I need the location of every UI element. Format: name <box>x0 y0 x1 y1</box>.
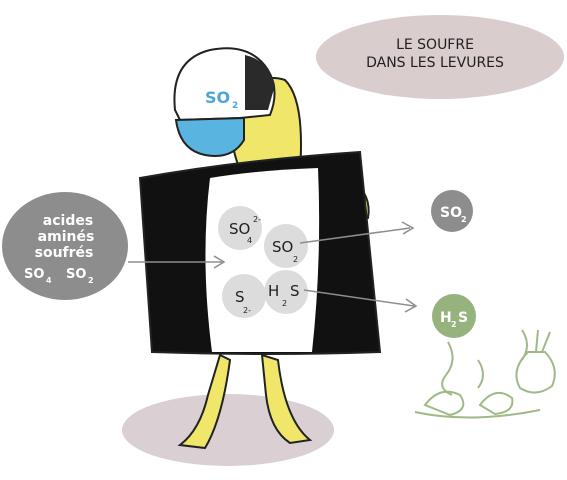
cap-label: SO <box>205 88 230 107</box>
so2-output-disc <box>431 190 473 232</box>
h2s-label: H <box>268 282 279 300</box>
h2s-output-disc <box>432 294 476 338</box>
input-line-2: aminés <box>38 229 95 245</box>
input-bubble <box>2 192 128 300</box>
input-line-3: soufrés <box>35 245 94 261</box>
sulfide-disc <box>222 274 266 318</box>
h2s-output-end: S <box>458 310 468 326</box>
sulfide-sup: 2- <box>243 306 251 315</box>
so2-arrow-head <box>401 221 415 235</box>
sulfide-label: S <box>235 288 245 306</box>
ground-shadow <box>122 394 334 466</box>
egg-puddle <box>414 409 541 419</box>
input-arrow-head <box>213 255 226 269</box>
h2s-sub: 2 <box>282 299 287 308</box>
sulfate-sup: 2- <box>253 215 261 224</box>
h2s-output-sub: 2 <box>451 320 457 329</box>
right-leg <box>260 353 313 445</box>
so2-output-sub: 2 <box>461 215 467 224</box>
sulfate-label: SO <box>229 220 250 238</box>
sulfite-label: SO <box>272 238 293 256</box>
h2s-output-label: H <box>440 310 452 326</box>
smell-wave-2 <box>477 359 484 389</box>
h2s-arrow-head <box>404 298 418 313</box>
h2s-disc <box>264 270 308 314</box>
input-so2: SO <box>66 267 86 282</box>
sulfite-sub: 2 <box>293 255 298 264</box>
sulfate-sub: 4 <box>247 236 252 245</box>
title-bubble <box>316 15 564 99</box>
broken-egg-left <box>423 390 465 417</box>
title-line-1: LE SOUFRE <box>396 37 474 53</box>
sulfite-disc <box>264 224 308 268</box>
so2-arrow <box>299 227 411 244</box>
input-line-1: acides <box>43 213 93 229</box>
face-mask <box>174 116 245 157</box>
garlic-sprout <box>535 329 551 353</box>
so2-output-label: SO <box>440 205 462 221</box>
broken-egg-right <box>478 391 514 416</box>
cap-mesh <box>245 55 275 110</box>
h2s-end: S <box>290 282 300 300</box>
input-so4: SO <box>24 267 44 282</box>
h2s-arrow <box>303 289 415 307</box>
input-so4-sub: 4 <box>46 276 52 285</box>
cap-label-sub: 2 <box>232 101 238 111</box>
input-so2-sub: 2 <box>88 276 94 285</box>
sulfate-disc <box>218 206 262 250</box>
garlic <box>515 351 556 394</box>
title-line-2: DANS LES LEVURES <box>366 55 504 71</box>
smell-wave-1 <box>441 341 454 396</box>
left-leg <box>177 353 232 450</box>
